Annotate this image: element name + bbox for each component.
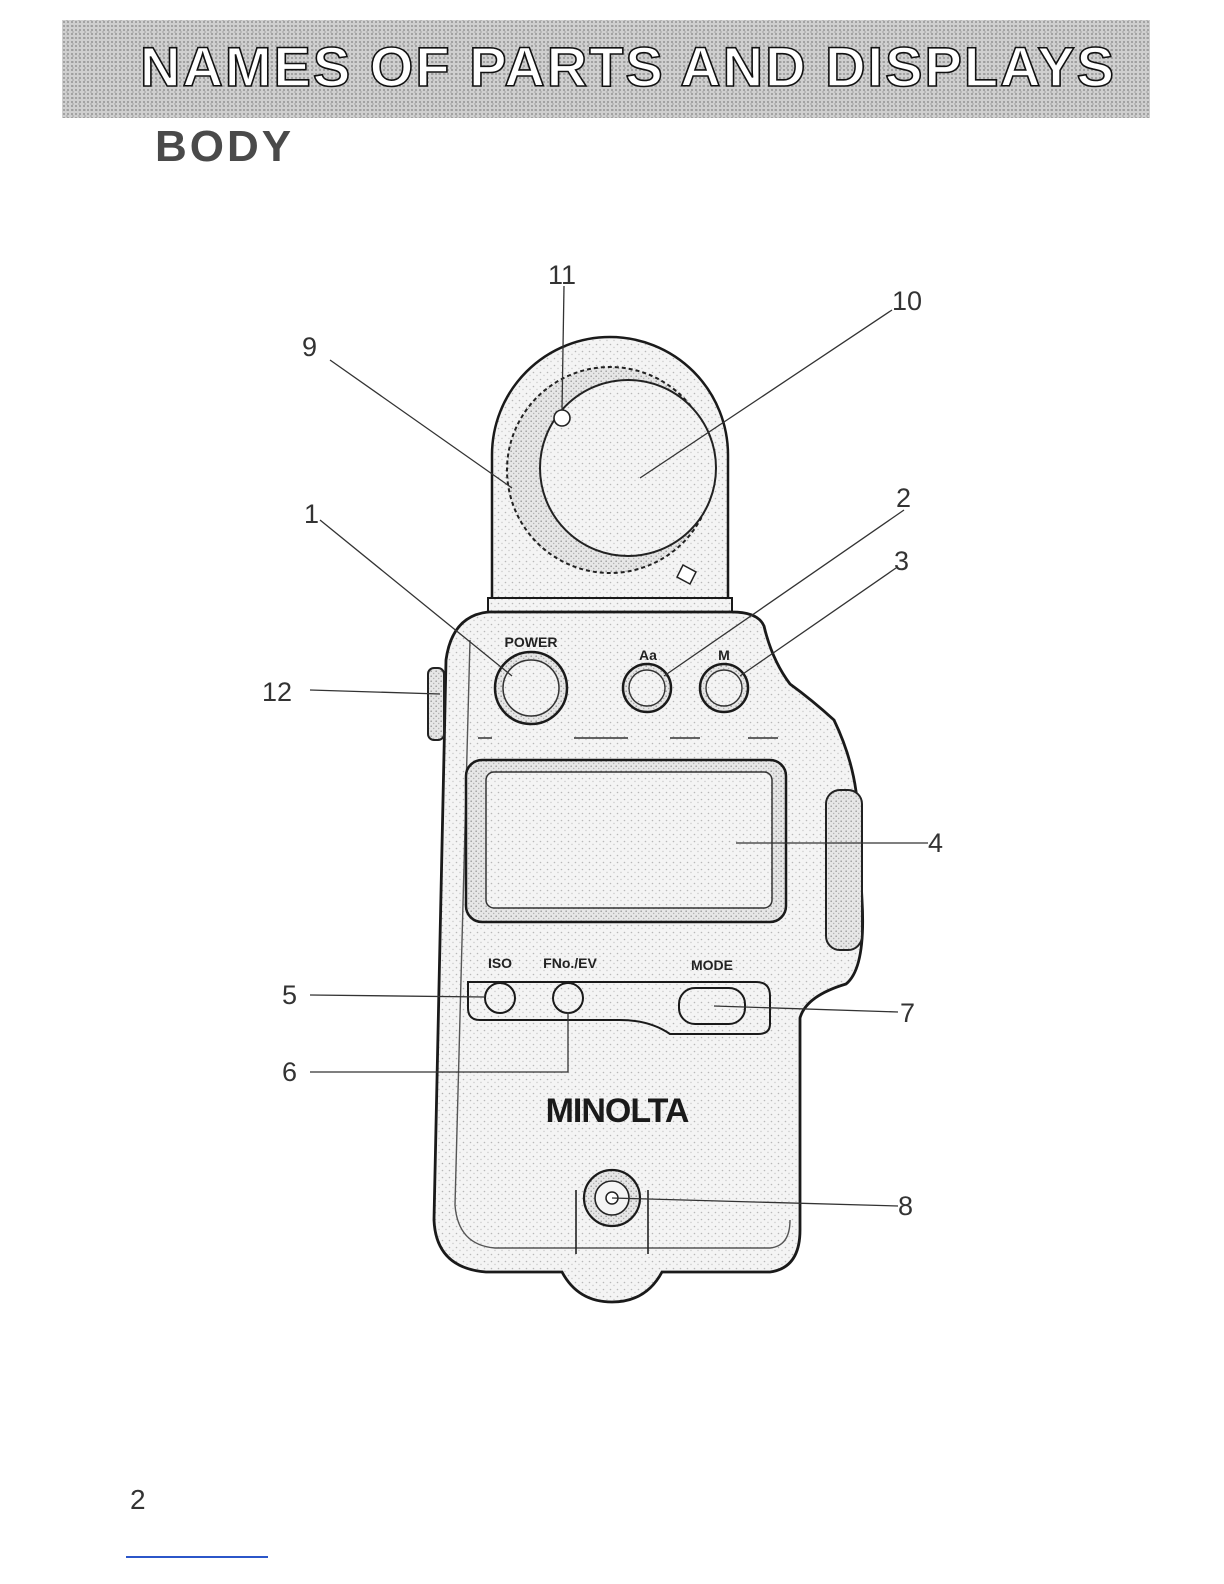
fno-ev-button[interactable] bbox=[553, 983, 583, 1013]
iso-button[interactable] bbox=[485, 983, 515, 1013]
memory-button[interactable] bbox=[700, 664, 748, 712]
callout-11: 11 bbox=[548, 260, 576, 290]
side-grip bbox=[826, 790, 862, 950]
callout-4: 4 bbox=[928, 828, 943, 858]
callout-12: 12 bbox=[262, 677, 292, 707]
side-terminal bbox=[428, 668, 444, 740]
callout-5: 5 bbox=[282, 980, 297, 1010]
callout-10: 10 bbox=[892, 286, 922, 316]
footer-rule bbox=[126, 1556, 268, 1558]
mode-button-label: MODE bbox=[691, 957, 733, 973]
receptor-head bbox=[488, 337, 732, 618]
callout-2: 2 bbox=[896, 483, 911, 513]
power-button[interactable] bbox=[495, 652, 567, 724]
fno-ev-button-label: FNo./EV bbox=[543, 955, 597, 971]
callout-1: 1 bbox=[304, 499, 319, 529]
brand-logo: MINOLTA bbox=[546, 1092, 689, 1130]
callout-8: 8 bbox=[898, 1191, 913, 1221]
memory-button-label: M bbox=[718, 647, 730, 663]
callout-9: 9 bbox=[302, 332, 317, 362]
mode-button[interactable] bbox=[679, 988, 745, 1024]
ambient-button[interactable] bbox=[623, 664, 671, 712]
index-mark bbox=[554, 410, 570, 426]
callout-7: 7 bbox=[900, 998, 915, 1028]
ambient-button-label: Aa bbox=[639, 647, 657, 663]
callout-3: 3 bbox=[894, 546, 909, 576]
light-receptor-dome bbox=[540, 380, 716, 556]
lcd-display bbox=[466, 760, 786, 922]
callout-6: 6 bbox=[282, 1057, 297, 1087]
page-number: 2 bbox=[130, 1484, 146, 1516]
power-button-label: POWER bbox=[505, 634, 558, 650]
iso-button-label: ISO bbox=[488, 955, 512, 971]
